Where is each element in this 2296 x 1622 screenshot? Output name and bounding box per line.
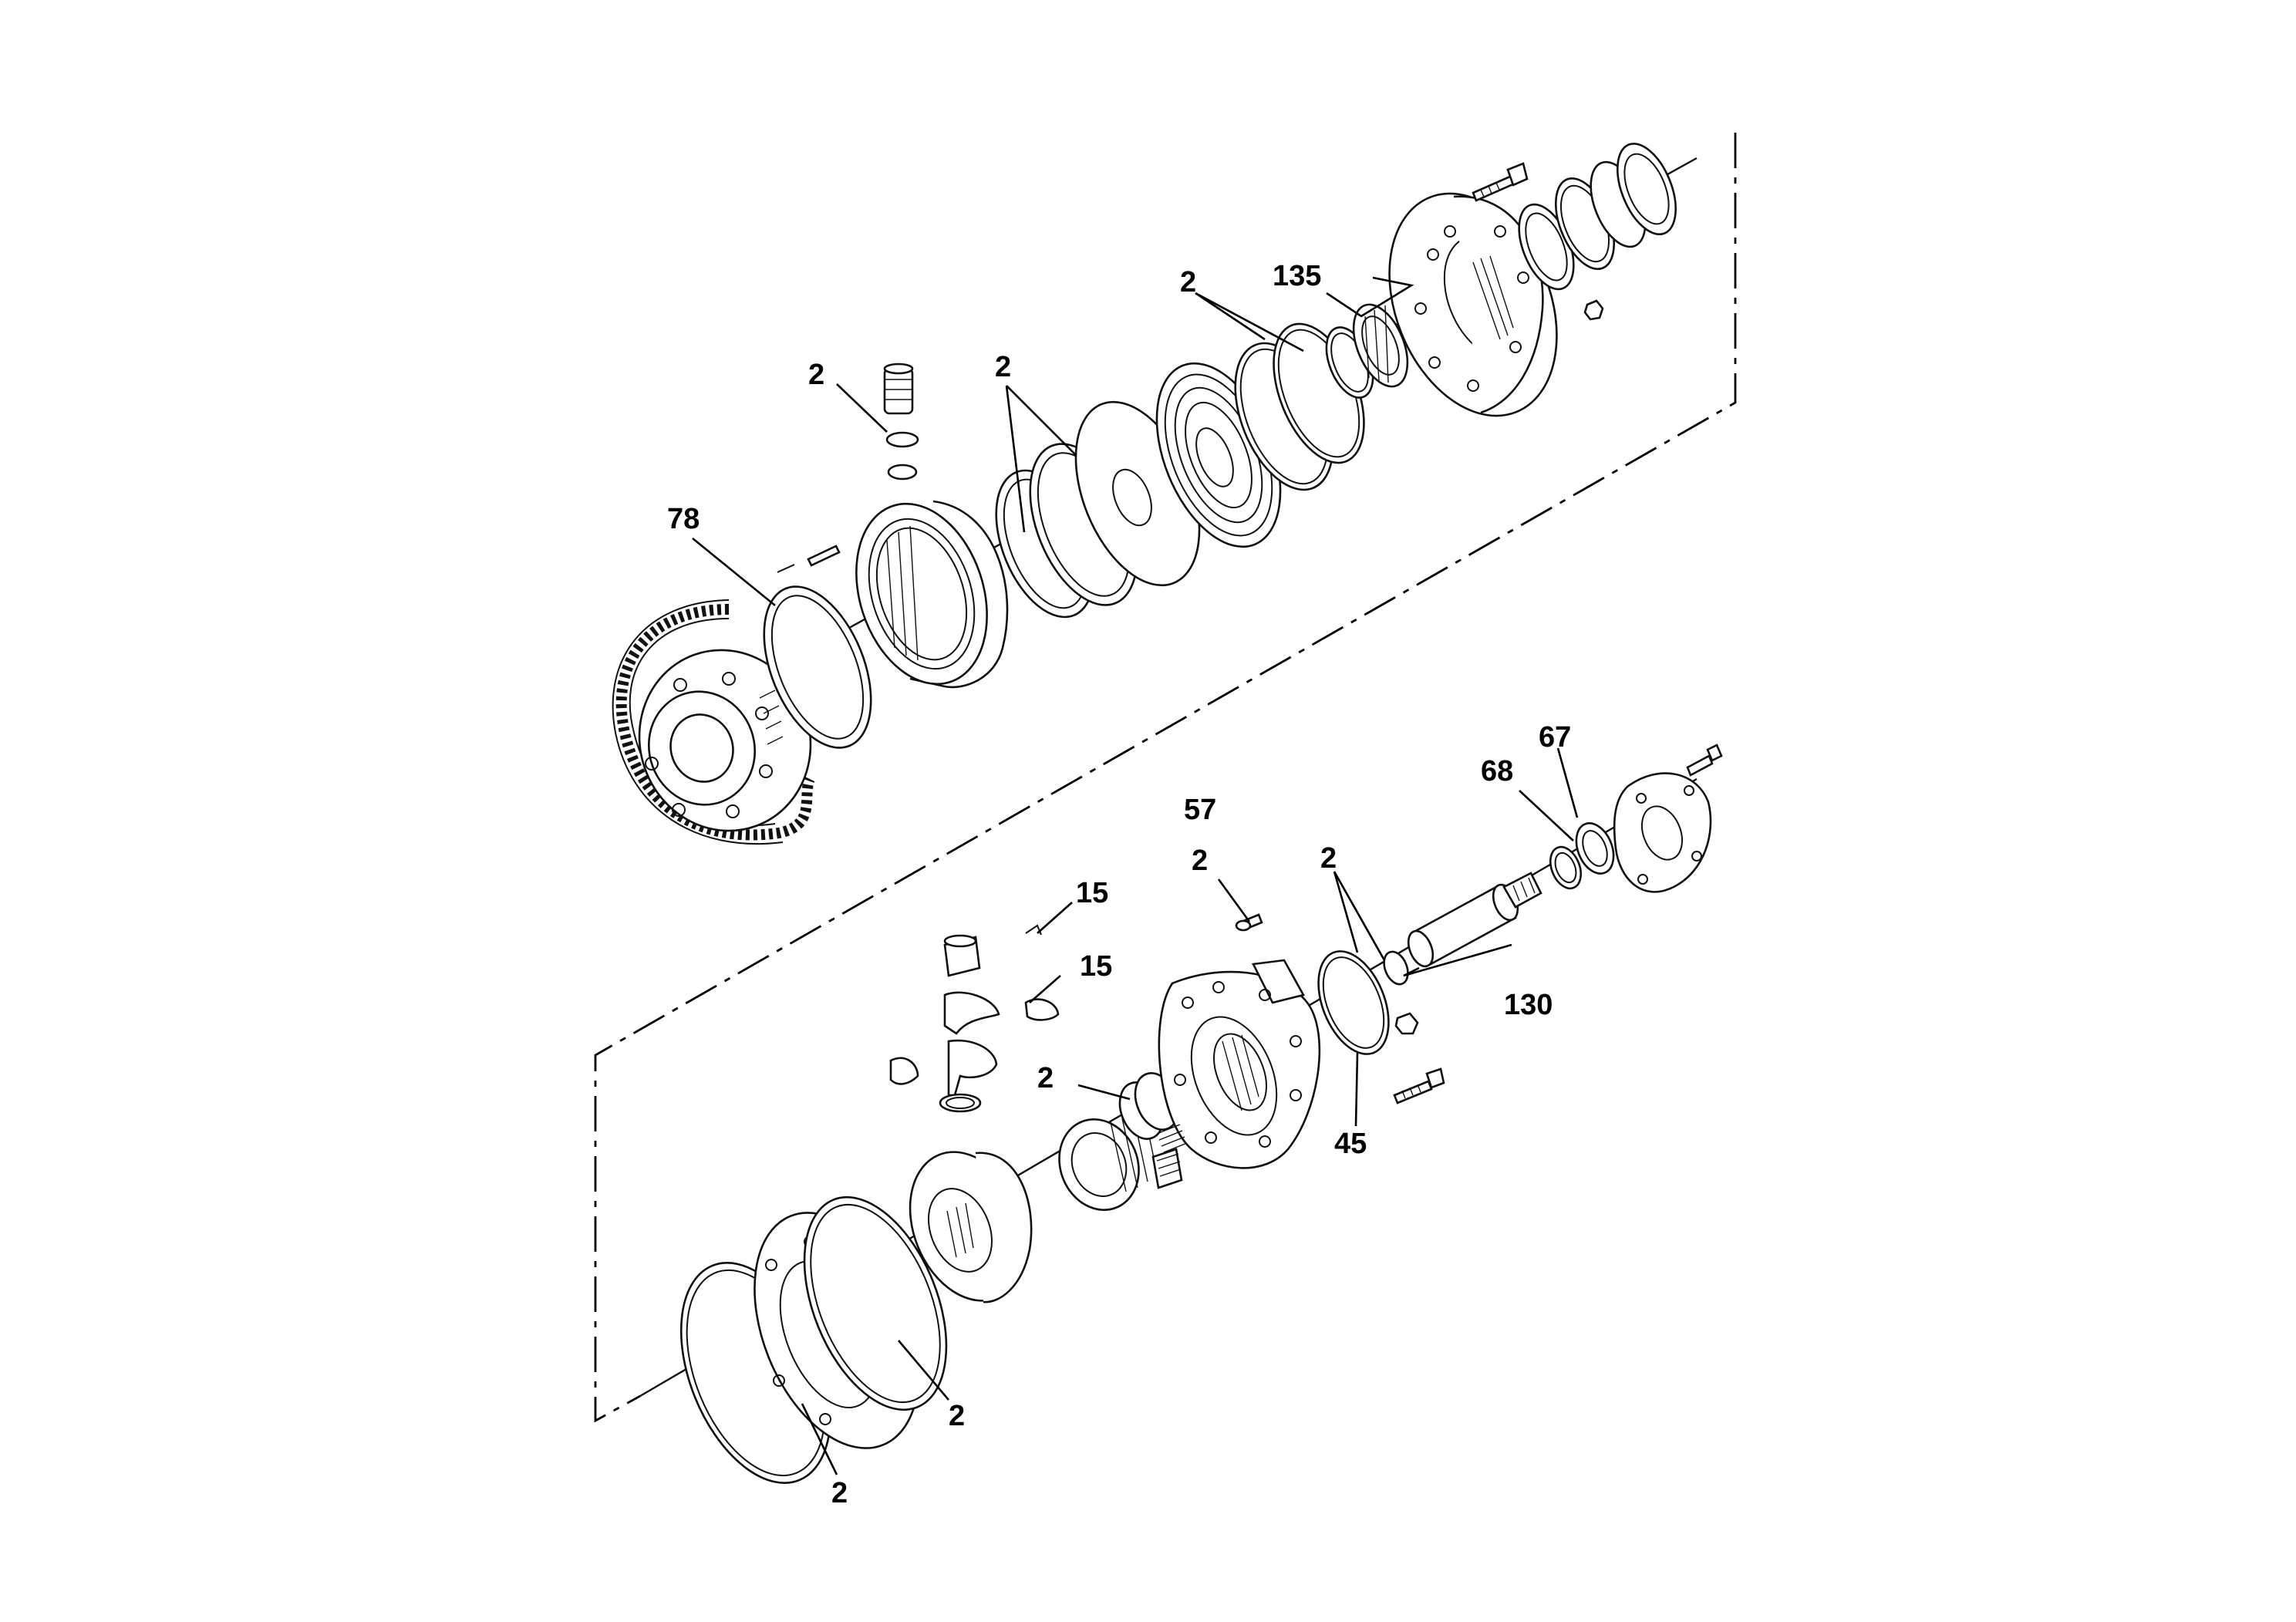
callout-68: 68 xyxy=(1481,755,1513,787)
callout-2-ring-left: 2 xyxy=(831,1477,848,1509)
callout-2-plug: 2 xyxy=(808,359,824,391)
dowel-pins xyxy=(777,545,841,573)
end-cover-housing xyxy=(1158,959,1321,1169)
callout-67: 67 xyxy=(1539,721,1571,754)
o-ring-45 xyxy=(1317,950,1390,1055)
callout-15-lower: 15 xyxy=(1080,950,1112,983)
retaining-ring-78 xyxy=(763,585,872,749)
seal-pair-68-67 xyxy=(1549,822,1615,890)
callout-labels: 78 2 2 2 135 67 68 57 2 2 15 15 2 130 45… xyxy=(667,260,1571,1509)
callout-135: 135 xyxy=(1273,260,1321,292)
leader-lines xyxy=(692,276,1579,1475)
upper-assembly xyxy=(612,142,1698,845)
callout-45: 45 xyxy=(1334,1128,1367,1160)
end-seals xyxy=(1518,142,1677,291)
flange-nut xyxy=(1583,299,1604,321)
spring xyxy=(1156,1124,1188,1153)
cover-bolt xyxy=(1686,744,1723,777)
callout-2-spring-ring: 2 xyxy=(1037,1062,1054,1094)
callout-2-o-rings: 2 xyxy=(1180,266,1196,298)
callout-78: 78 xyxy=(667,503,700,535)
bearing-set-135 xyxy=(1325,303,1409,399)
wheel-hub xyxy=(638,649,812,832)
callout-130: 130 xyxy=(1504,989,1553,1021)
lower-assembly xyxy=(639,744,1723,1484)
callout-2-screw: 2 xyxy=(1192,845,1208,877)
callout-57: 57 xyxy=(1184,794,1216,826)
pistons-and-shoes xyxy=(889,924,1060,1113)
callout-2-ring-right: 2 xyxy=(949,1400,965,1432)
gerotor-rings xyxy=(679,1195,948,1484)
housing-screws xyxy=(1235,913,1445,1104)
callout-15-upper: 15 xyxy=(1076,877,1108,909)
output-flange xyxy=(1388,192,1558,417)
swash-plate xyxy=(909,1151,1033,1303)
shaft-130 xyxy=(1407,872,1542,968)
callout-2-o-ring-small: 2 xyxy=(1320,842,1337,875)
cover-plate xyxy=(1613,772,1712,893)
motor-housing xyxy=(855,500,1009,689)
callout-2-seals: 2 xyxy=(995,351,1011,383)
drain-plug xyxy=(883,363,919,481)
dashed-boundary-frame xyxy=(594,133,1737,1423)
small-o-ring xyxy=(1383,950,1409,986)
flange-bolt xyxy=(1472,162,1529,202)
